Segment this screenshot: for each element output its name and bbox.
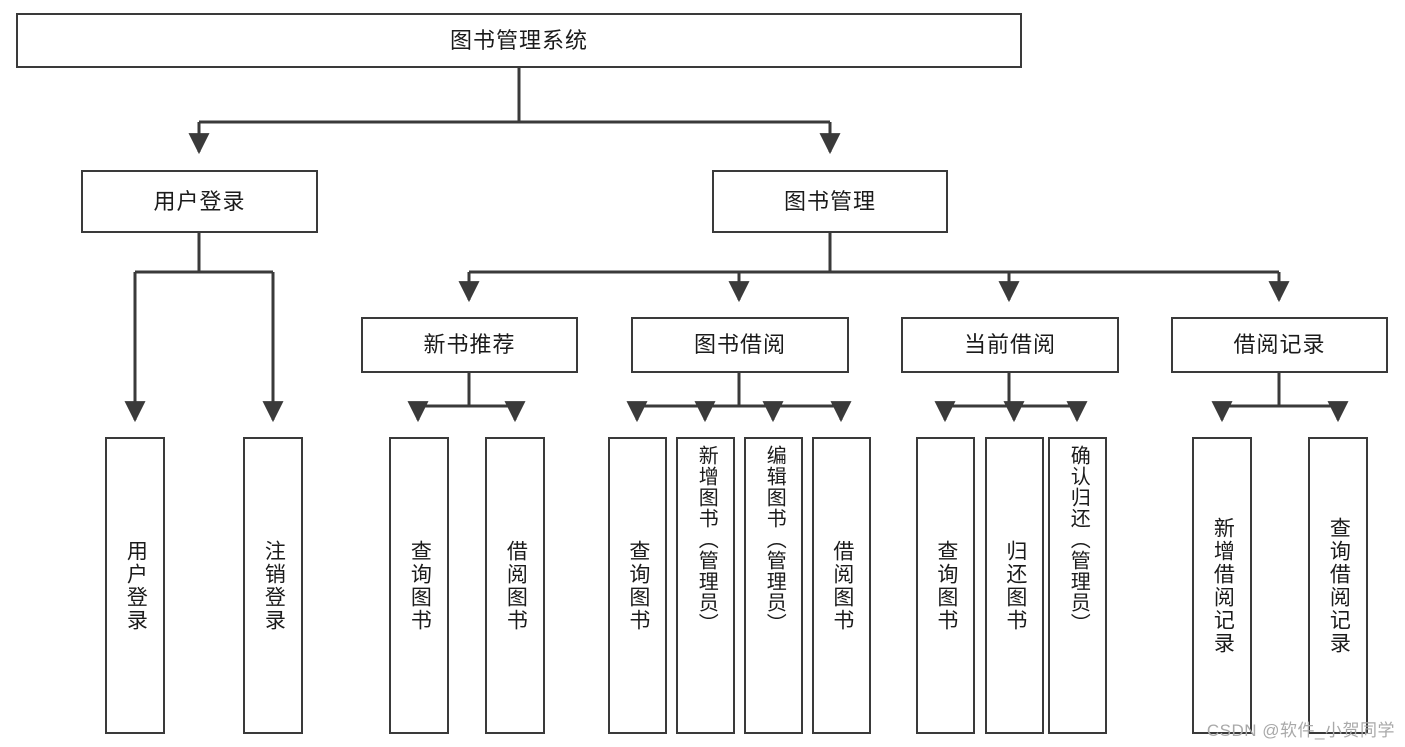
node-leaf-add-book[interactable]: 新增图书（管理员）: [676, 437, 735, 734]
node-leaf-return-book[interactable]: 归还图书: [985, 437, 1044, 734]
node-book-manage[interactable]: 图书管理: [712, 170, 948, 233]
node-book-borrow-label: 图书借阅: [693, 332, 786, 357]
node-root-label: 图书管理系统: [449, 27, 588, 53]
node-book-manage-label: 图书管理: [783, 188, 876, 214]
node-leaf-add-record-label: 新增借阅记录: [1211, 516, 1235, 655]
node-leaf-logout-label: 注销登录: [262, 539, 286, 632]
node-current-borrow[interactable]: 当前借阅: [901, 317, 1119, 373]
node-leaf-query-book-3-label: 查询图书: [934, 539, 958, 632]
node-book-borrow[interactable]: 图书借阅: [631, 317, 849, 373]
node-leaf-user-login-label: 用户登录: [124, 539, 148, 632]
node-leaf-query-record-label: 查询借阅记录: [1327, 516, 1351, 655]
node-leaf-user-login[interactable]: 用户登录: [105, 437, 165, 734]
node-leaf-query-book-2[interactable]: 查询图书: [608, 437, 667, 734]
node-current-borrow-label: 当前借阅: [963, 332, 1056, 357]
node-leaf-add-book-label: 新增图书（管理员）: [695, 445, 718, 634]
node-new-book-recommend-label: 新书推荐: [423, 332, 516, 357]
node-leaf-add-record[interactable]: 新增借阅记录: [1192, 437, 1252, 734]
node-borrow-record[interactable]: 借阅记录: [1171, 317, 1388, 373]
node-root[interactable]: 图书管理系统: [16, 13, 1022, 68]
node-leaf-query-book-3[interactable]: 查询图书: [916, 437, 975, 734]
node-new-book-recommend[interactable]: 新书推荐: [361, 317, 578, 373]
node-leaf-logout[interactable]: 注销登录: [243, 437, 303, 734]
node-leaf-borrow-book-1-label: 借阅图书: [504, 539, 528, 632]
node-leaf-confirm-return-label: 确认归还（管理员）: [1067, 445, 1090, 634]
node-leaf-query-book-2-label: 查询图书: [626, 539, 650, 632]
node-leaf-edit-book[interactable]: 编辑图书（管理员）: [744, 437, 803, 734]
node-leaf-borrow-book-2-label: 借阅图书: [830, 539, 854, 632]
node-leaf-edit-book-label: 编辑图书（管理员）: [763, 445, 786, 634]
node-leaf-borrow-book-2[interactable]: 借阅图书: [812, 437, 871, 734]
node-leaf-confirm-return[interactable]: 确认归还（管理员）: [1048, 437, 1107, 734]
node-leaf-query-record[interactable]: 查询借阅记录: [1308, 437, 1368, 734]
node-user-login[interactable]: 用户登录: [81, 170, 318, 233]
node-leaf-query-book-1[interactable]: 查询图书: [389, 437, 449, 734]
node-leaf-borrow-book-1[interactable]: 借阅图书: [485, 437, 545, 734]
node-user-login-label: 用户登录: [153, 188, 246, 214]
node-leaf-return-book-label: 归还图书: [1003, 539, 1027, 632]
node-leaf-query-book-1-label: 查询图书: [408, 539, 432, 632]
node-borrow-record-label: 借阅记录: [1233, 332, 1326, 357]
